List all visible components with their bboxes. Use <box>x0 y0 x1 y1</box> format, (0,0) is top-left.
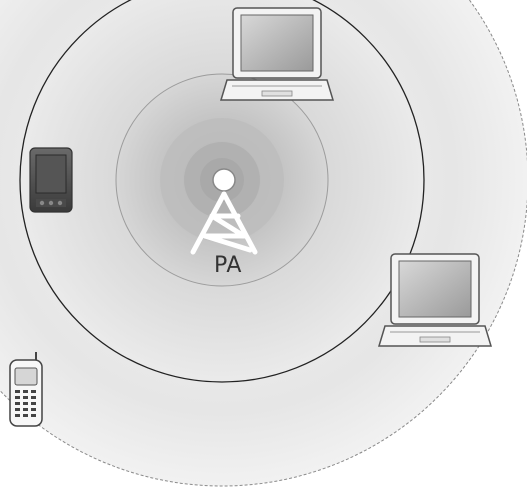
access-point-label: PA <box>203 253 253 278</box>
laptop-top-icon <box>221 8 333 100</box>
pda-icon <box>30 148 72 212</box>
laptop-right-icon <box>379 254 491 346</box>
mobile-phone-icon <box>10 352 42 426</box>
